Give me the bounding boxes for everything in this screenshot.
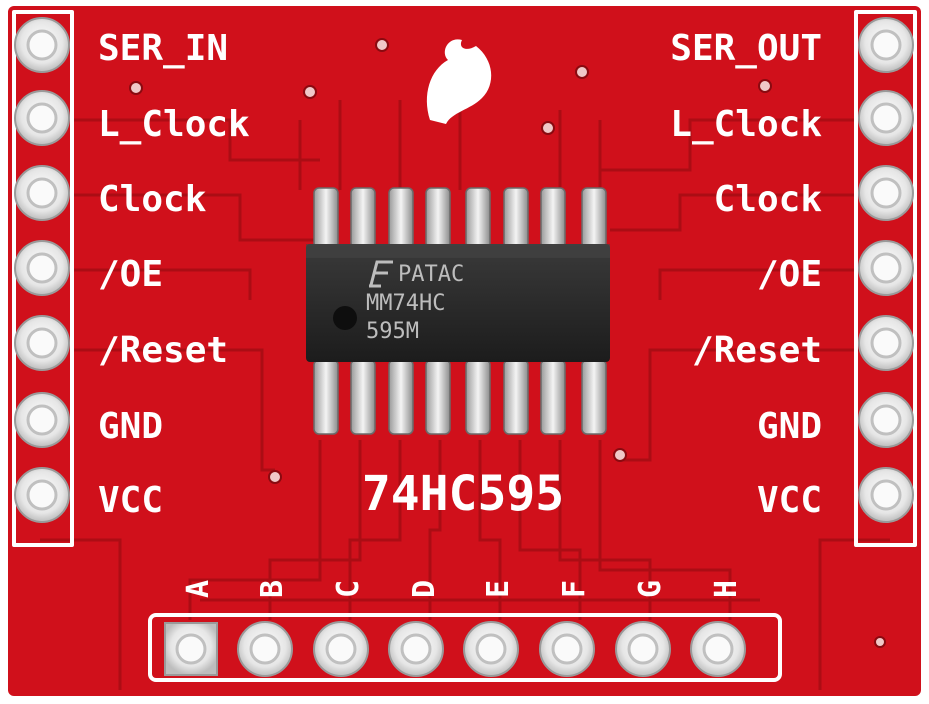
left-label-ser-in: SER_IN [98, 28, 228, 69]
ic-pin-bottom-6 [503, 359, 529, 435]
ic-pin-top-14 [388, 187, 414, 249]
right-label-reset: /Reset [692, 330, 822, 371]
right-label-clock: Clock [714, 179, 823, 220]
ic-pin-bottom-5 [465, 359, 491, 435]
ic-pin-bottom-3 [388, 359, 414, 435]
right-label-ser-out: SER_OUT [670, 28, 822, 69]
bottom-pad-3-hole [325, 633, 357, 665]
bottom-pad-4-hole [400, 633, 432, 665]
right-label-l-clock: L_Clock [670, 104, 822, 145]
right-pad-1-hole [870, 29, 902, 61]
right-pad-7-hole [870, 479, 902, 511]
right-label-gnd: GND [757, 406, 822, 447]
ic-pin-bottom-2 [350, 359, 376, 435]
bottom-label-h: H [709, 580, 744, 598]
right-pad-3-hole [870, 177, 902, 209]
left-label-reset: /Reset [98, 330, 228, 371]
right-header [854, 10, 917, 547]
chip-marking-line2: MM74HC [366, 291, 445, 316]
left-label-gnd: GND [98, 406, 163, 447]
right-pad-4-hole [870, 252, 902, 284]
bottom-label-d: D [407, 580, 442, 598]
ic-pin-top-12 [465, 187, 491, 249]
ic-chip: PATAC MM74HC 595M [306, 244, 610, 362]
bottom-pad-5-hole [475, 633, 507, 665]
ic-pin-bottom-8 [581, 359, 607, 435]
fairchild-f-icon [369, 260, 393, 288]
bottom-label-a: A [181, 580, 216, 598]
left-label-clock: Clock [98, 179, 207, 220]
bottom-label-g: G [633, 580, 668, 598]
right-labels: SER_OUT L_Clock Clock /OE /Reset GND VCC [670, 28, 822, 521]
ic-pin-top-13 [425, 187, 451, 249]
left-label-l-clock: L_Clock [98, 104, 250, 145]
board-part-label: 74HC595 [362, 466, 564, 522]
bottom-pad-6-hole [551, 633, 583, 665]
left-pad-3-hole [26, 177, 58, 209]
left-label-oe: /OE [98, 254, 163, 295]
ic-pin-top-11 [503, 187, 529, 249]
ic-pin-top-9 [581, 187, 607, 249]
ic-pin-top-15 [350, 187, 376, 249]
bottom-label-f: F [557, 580, 592, 598]
copper-traces [40, 90, 890, 690]
left-pad-6-hole [26, 404, 58, 436]
bottom-label-b: B [255, 580, 290, 598]
left-label-vcc: VCC [98, 480, 163, 521]
left-labels: SER_IN L_Clock Clock /OE /Reset GND VCC [98, 28, 250, 521]
sparkfun-flame-icon [426, 39, 492, 124]
bottom-label-e: E [481, 580, 516, 598]
bottom-label-c: C [331, 580, 366, 598]
bottom-labels: A B C D E F G H [181, 580, 744, 598]
right-label-vcc: VCC [757, 480, 822, 521]
left-pad-2-hole [26, 102, 58, 134]
bottom-header [148, 613, 782, 682]
right-pad-5-hole [870, 327, 902, 359]
right-pad-6-hole [870, 404, 902, 436]
left-pad-4-hole [26, 252, 58, 284]
left-pad-5-hole [26, 327, 58, 359]
ic-pin-top-16 [313, 187, 339, 249]
chip-marking-line3: 595M [366, 319, 419, 344]
ic-pin-top-10 [540, 187, 566, 249]
pin1-dot [333, 306, 357, 330]
bottom-pad-7-hole [627, 633, 659, 665]
left-pad-7-hole [26, 479, 58, 511]
chip-marking-line1: PATAC [398, 262, 464, 287]
bottom-pad-2-hole [249, 633, 281, 665]
ic-pin-bottom-1 [313, 359, 339, 435]
right-pad-2-hole [870, 102, 902, 134]
vias [129, 38, 886, 648]
ic-pin-bottom-7 [540, 359, 566, 435]
bottom-pad-8-hole [702, 633, 734, 665]
right-label-oe: /OE [757, 254, 822, 295]
bottom-pad-1-hole [175, 633, 207, 665]
ic-pin-bottom-4 [425, 359, 451, 435]
left-header [12, 10, 74, 547]
left-pad-1-hole [26, 29, 58, 61]
